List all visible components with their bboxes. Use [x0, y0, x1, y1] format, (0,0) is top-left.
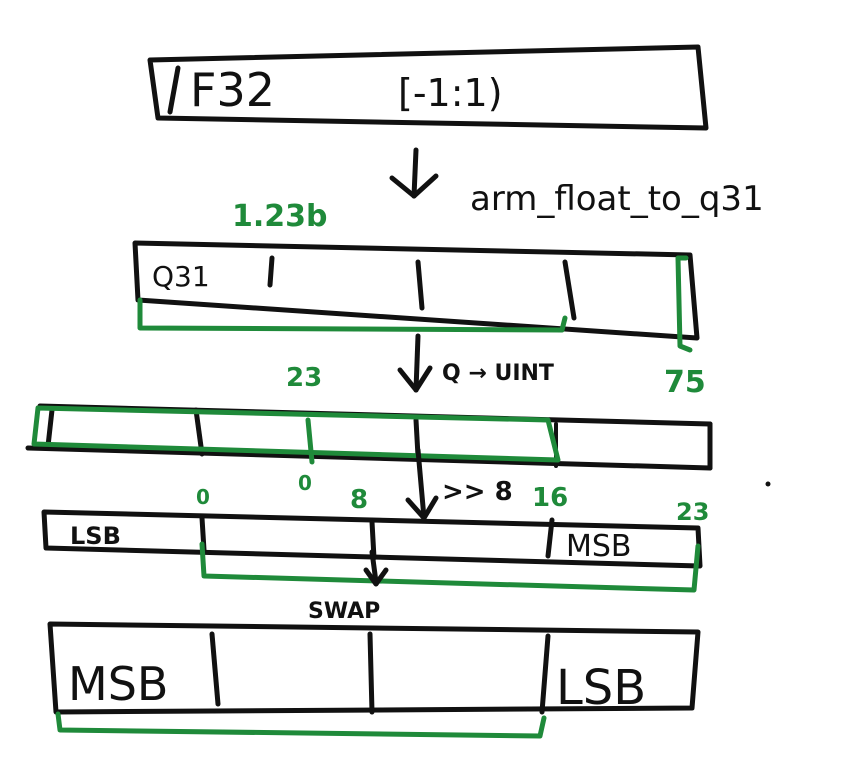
uint-highlight [31, 405, 561, 463]
q31-type-label: Q31 [152, 260, 210, 293]
arrow-1-shaft [411, 147, 419, 199]
function-label: arm_float_to_q31 [470, 179, 764, 219]
arrow-shift [405, 447, 439, 521]
arrow-to-q31 [389, 147, 439, 199]
q31-right-mark: 75 [664, 365, 706, 400]
f32-box-outline [147, 44, 709, 131]
uint-box-bottom [25, 445, 713, 471]
shift-mark-0b: 0 [298, 471, 312, 495]
q31-box-outline [132, 240, 700, 341]
shift-mark-0a: 0 [196, 485, 210, 509]
arrow-1-head [389, 173, 439, 199]
shift-label: >> 8 [442, 477, 513, 507]
arrow-2-shaft [413, 333, 421, 393]
final-divider-3 [539, 633, 551, 715]
shift-mark-23: 23 [676, 498, 709, 526]
uint-highlight-mid [305, 417, 315, 465]
arrow-4-shaft [369, 549, 379, 585]
final-box: MSB LSB [47, 621, 701, 739]
f32-box-left-tick [167, 65, 181, 115]
uint-divider-0 [45, 407, 55, 449]
arrow-3-head [405, 495, 439, 521]
q31-box: Q31 [132, 240, 700, 353]
arrow-3-shaft [415, 447, 427, 521]
shift-mark-8: 8 [350, 485, 368, 515]
arrow-swap [363, 549, 389, 587]
arrow-2-head [397, 365, 433, 393]
final-divider-2 [367, 631, 375, 715]
byte-box-outline [41, 509, 703, 569]
f32-box: F32 [-1:1) [147, 44, 709, 131]
byte-divider-3 [545, 517, 555, 559]
swap-label: SWAP [308, 599, 380, 624]
byte-bracket [199, 541, 701, 593]
final-msb-label: MSB [68, 657, 168, 711]
q31-divider-2 [415, 259, 425, 311]
conversion-label: Q → UINT [442, 361, 554, 386]
byte-lsb-label: LSB [70, 522, 121, 550]
byte-msb-label: MSB [566, 529, 632, 564]
final-divider-1 [209, 631, 221, 707]
arrow-to-uint [397, 333, 433, 393]
uint-box [25, 403, 713, 471]
q31-bracket [137, 297, 568, 333]
q31-divider-3 [562, 259, 577, 321]
q31-divider-1 [267, 255, 275, 288]
f32-range-label: [-1:1) [398, 71, 503, 115]
final-bracket [55, 711, 547, 739]
arrow-4-head [363, 567, 389, 587]
byte-box: LSB MSB [41, 509, 703, 593]
final-box-outline [47, 621, 701, 715]
f32-type-label: F32 [190, 63, 275, 117]
stray-dot [765, 481, 771, 487]
q31-left-mark: 23 [286, 363, 322, 393]
q31-value-label: 1.23b [232, 199, 328, 234]
shift-mark-16: 16 [532, 483, 568, 513]
q31-right-bracket [675, 255, 693, 353]
final-lsb-label: LSB [556, 660, 646, 716]
